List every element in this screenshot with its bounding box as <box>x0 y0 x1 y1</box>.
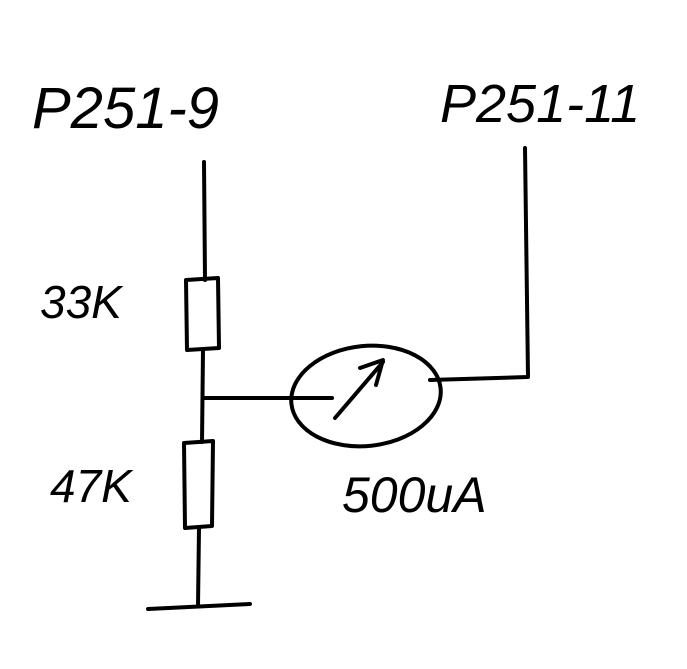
meter-needle-arrow-icon <box>333 358 385 420</box>
resistor-33k <box>184 276 221 352</box>
resistor-label-33k: 33K <box>40 276 124 328</box>
meter-label-500ua: 500uA <box>342 467 487 523</box>
ammeter <box>289 343 443 449</box>
ground-symbol <box>146 602 252 611</box>
resistor-47k <box>182 439 215 530</box>
pin-label-p251-11: P251-11 <box>440 74 640 134</box>
wire-top-left <box>202 160 207 282</box>
pin-label-p251-9: P251-9 <box>32 76 219 141</box>
wire-to-ground <box>196 526 201 608</box>
wire-middle-node <box>200 348 205 444</box>
resistor-label-47k: 47K <box>50 460 134 512</box>
wire-top-right <box>428 146 530 382</box>
